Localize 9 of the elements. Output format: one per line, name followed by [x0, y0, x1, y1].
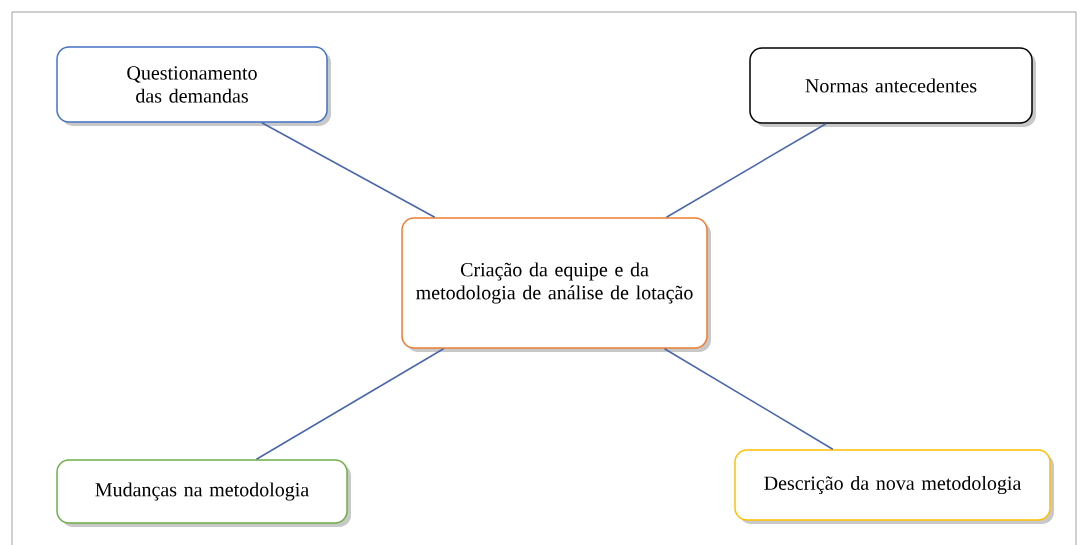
process-box: Criação da equipe e da metodologia de análise de lotação	[401, 217, 711, 352]
connector-line	[665, 123, 827, 218]
process-box: Descrição da nova metodologia	[734, 449, 1054, 524]
process-box: Mudanças na metodologia	[56, 459, 351, 527]
connector-line	[261, 122, 436, 218]
process-box: Questionamento das demandas	[56, 46, 331, 126]
connector-line	[663, 348, 834, 450]
process-box: Normas antecedentes	[749, 47, 1036, 127]
connector-line	[255, 348, 445, 460]
